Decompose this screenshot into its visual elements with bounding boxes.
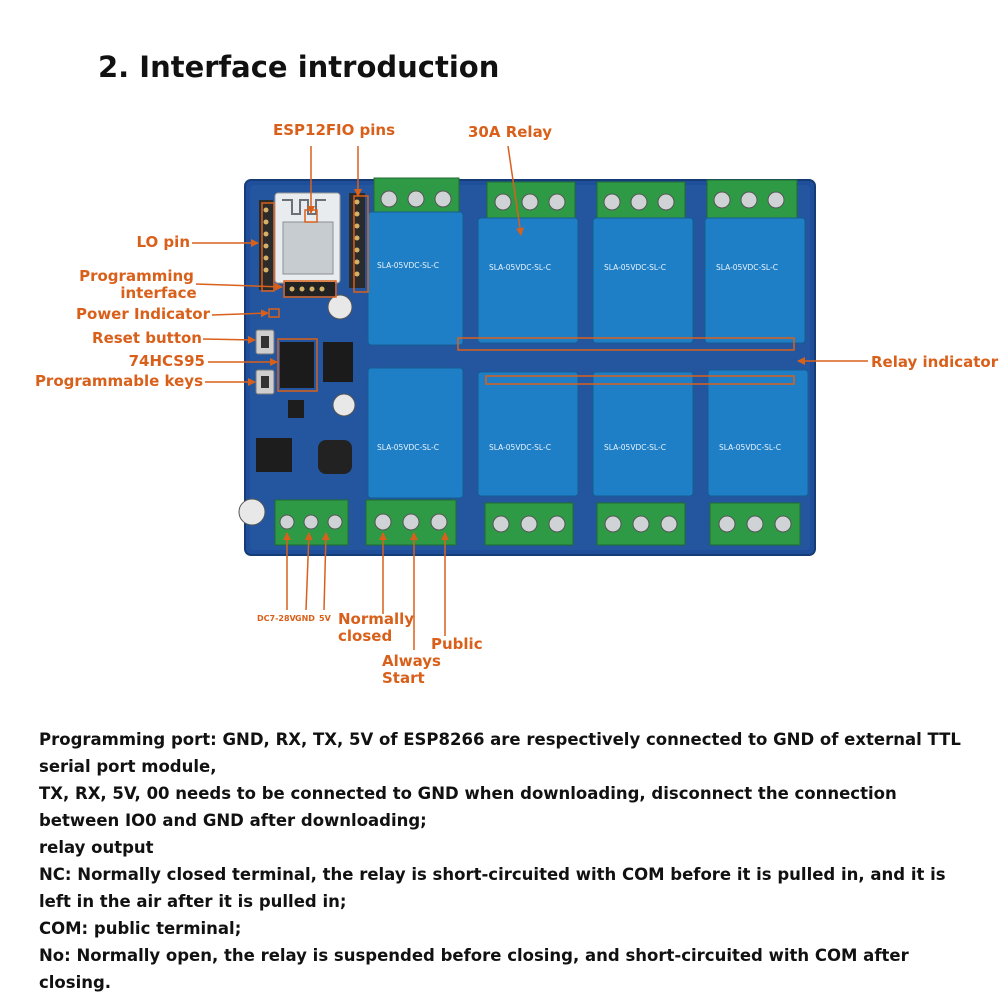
svg-text:SLA-05VDC-SL-C: SLA-05VDC-SL-C bbox=[489, 263, 551, 272]
label-always-start-line2: Start bbox=[382, 669, 425, 687]
shift-register-chips bbox=[280, 342, 353, 388]
label-io-pins: IO pins bbox=[336, 121, 396, 139]
power-terminal-block bbox=[274, 499, 349, 546]
lo-pin-header bbox=[259, 200, 273, 290]
programmable-key bbox=[255, 369, 275, 395]
terminal-screws-bottom bbox=[374, 513, 792, 533]
relay-bottom-2: SLA-05VDC-SL-C bbox=[477, 371, 579, 497]
relay-bottom-1: SLA-05VDC-SL-C bbox=[367, 367, 464, 499]
label-30a-relay: 30A Relay bbox=[468, 123, 553, 141]
leader-lines bbox=[192, 145, 868, 650]
relay-top-1: SLA-05VDC-SL-C bbox=[367, 211, 464, 346]
svg-text:SLA-05VDC-SL-C: SLA-05VDC-SL-C bbox=[716, 263, 778, 272]
label-reset-button: Reset button bbox=[92, 329, 202, 347]
relay-bottom-3: SLA-05VDC-SL-C bbox=[592, 371, 694, 497]
relay-bottom-4: SLA-05VDC-SL-C bbox=[707, 369, 809, 497]
label-relay-indicator: Relay indicator bbox=[871, 353, 999, 371]
svg-text:SLA-05VDC-SL-C: SLA-05VDC-SL-C bbox=[377, 443, 439, 452]
svg-text:SLA-05VDC-SL-C: SLA-05VDC-SL-C bbox=[604, 263, 666, 272]
svg-text:SLA-05VDC-SL-C: SLA-05VDC-SL-C bbox=[604, 443, 666, 452]
highlight-boxes bbox=[261, 195, 795, 392]
label-programmable-keys: Programmable keys bbox=[34, 372, 203, 390]
label-esp12f: ESP12F bbox=[273, 121, 337, 139]
relay-top-2: SLA-05VDC-SL-C bbox=[477, 217, 579, 344]
programming-interface bbox=[285, 282, 335, 296]
label-power-5v: 5V bbox=[319, 614, 331, 623]
note-nc: NC: Normally closed terminal, the relay … bbox=[39, 865, 946, 911]
relay-top-3: SLA-05VDC-SL-C bbox=[592, 217, 694, 344]
power-regulator bbox=[256, 400, 352, 474]
label-74hcs95: 74HCS95 bbox=[128, 352, 205, 370]
note-no: No: Normally open, the relay is suspende… bbox=[39, 946, 909, 992]
page-title: 2. Interface introduction bbox=[98, 50, 500, 84]
svg-text:SLA-05VDC-SL-C: SLA-05VDC-SL-C bbox=[489, 443, 551, 452]
label-power-dc: DC7-28V bbox=[257, 614, 296, 623]
relay-top-4: SLA-05VDC-SL-C bbox=[704, 217, 806, 344]
capacitors bbox=[238, 294, 356, 526]
label-normally-closed-line1: Normally bbox=[338, 610, 415, 628]
label-programming-interface-line2: interface bbox=[120, 284, 197, 302]
label-programming-interface: Programming interface bbox=[74, 268, 199, 302]
label-always-start-line1: Always bbox=[382, 652, 441, 670]
esp12f-module bbox=[274, 192, 341, 284]
label-power-indicator: Power Indicator bbox=[76, 305, 210, 323]
label-always-start: Always Start bbox=[382, 653, 441, 687]
label-programming-interface-line1: Programming bbox=[79, 267, 194, 285]
terminal-screws-top bbox=[380, 190, 785, 211]
note-com: COM: public terminal; bbox=[39, 919, 242, 938]
note-programming-port: Programming port: GND, RX, TX, 5V of ESP… bbox=[39, 730, 961, 776]
label-power-gnd: GND bbox=[295, 614, 315, 623]
label-lo-pin: LO pin bbox=[136, 233, 190, 251]
label-normally-closed: Normally closed bbox=[338, 611, 414, 645]
svg-text:SLA-05VDC-SL-C: SLA-05VDC-SL-C bbox=[377, 261, 439, 270]
io-pins-header bbox=[349, 193, 365, 288]
reset-button bbox=[255, 329, 275, 355]
note-download-instructions: TX, RX, 5V, 00 needs to be connected to … bbox=[39, 784, 897, 830]
label-normally-closed-line2: closed bbox=[338, 627, 393, 645]
svg-text:SLA-05VDC-SL-C: SLA-05VDC-SL-C bbox=[719, 443, 781, 452]
description-notes: Programming port: GND, RX, TX, 5V of ESP… bbox=[39, 726, 979, 996]
label-public: Public bbox=[431, 635, 483, 653]
note-relay-output: relay output bbox=[39, 838, 154, 857]
